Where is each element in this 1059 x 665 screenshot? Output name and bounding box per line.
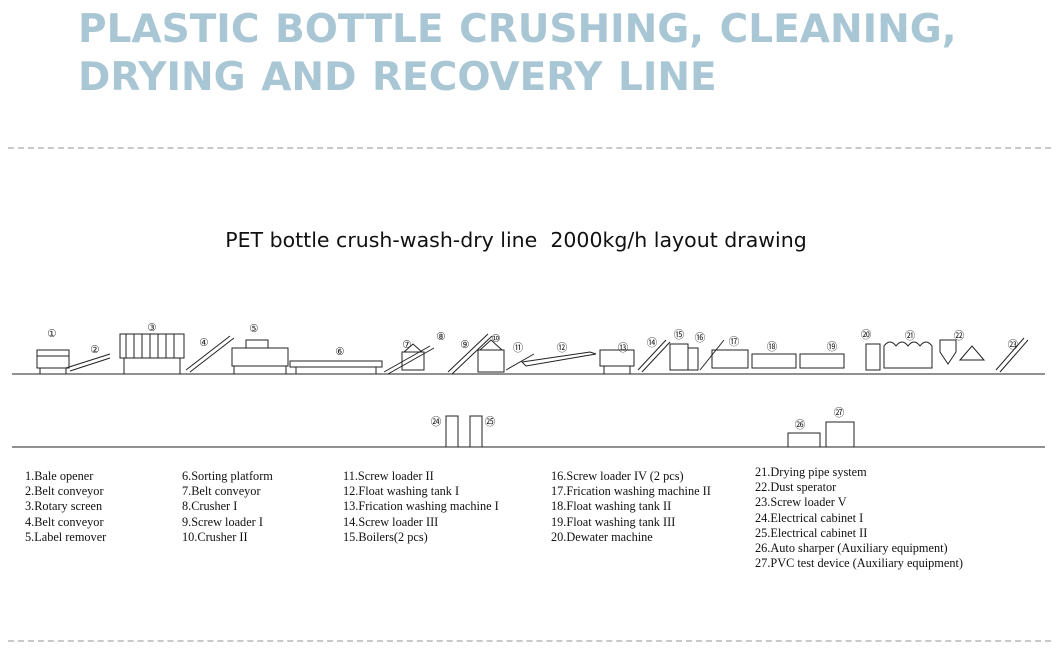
legend-item: 7.Belt conveyor — [182, 484, 261, 499]
marker-1: ① — [47, 328, 56, 340]
legend-item: 2.Belt conveyor — [25, 484, 104, 499]
legend-item: 21.Drying pipe system — [755, 465, 867, 479]
boiler — [669, 343, 689, 371]
bale-opener — [36, 349, 70, 369]
legend-item: 3.Rotary screen — [25, 499, 103, 514]
auto-sharper — [787, 432, 821, 448]
marker-21: ㉑ — [905, 330, 916, 342]
drawing-subtitle: PET bottle crush-wash-dry line 2000kg/h … — [225, 228, 807, 252]
marker-15: ⑮ — [674, 329, 685, 341]
screw-loader-1 — [447, 333, 489, 373]
marker-2: ② — [90, 344, 99, 356]
legend-item: 22.Dust sperator — [755, 480, 837, 495]
dust-separator — [939, 339, 957, 365]
float-washing-tank-2 — [751, 353, 797, 369]
marker-19: ⑲ — [827, 341, 838, 353]
marker-10: ⑩ — [491, 333, 500, 345]
screw-loader-2 — [505, 353, 535, 371]
marker-26: ㉖ — [795, 419, 806, 431]
crusher-1 — [401, 351, 425, 371]
crusher-2 — [477, 349, 505, 373]
title-line-1: PLASTIC BOTTLE CRUSHING, CLEANING, — [78, 7, 957, 52]
legend-item: 15.Boilers(2 pcs) — [343, 529, 428, 544]
legend-column-2: 6.Sorting platform 7.Belt conveyor 8.Cru… — [182, 469, 273, 545]
electrical-cabinet-1 — [445, 415, 459, 448]
marker-17: ⑰ — [729, 336, 740, 348]
pvc-test-device — [825, 421, 855, 448]
marker-3: ③ — [147, 322, 156, 334]
legend-item: 8.Crusher I — [182, 499, 238, 514]
legend-item: 20.Dewater machine — [551, 529, 653, 544]
marker-9: ⑨ — [460, 339, 469, 351]
legend-item: 5.Label remover — [25, 529, 107, 544]
sorting-platform — [289, 360, 383, 368]
drying-pipe-system — [883, 341, 933, 369]
marker-5: ⑤ — [249, 323, 258, 335]
legend-item: 1.Bale opener — [25, 469, 94, 483]
legend-item: 17.Frication washing machine II — [551, 484, 711, 499]
marker-20: ⑳ — [861, 329, 872, 341]
title-line-2: DRYING AND RECOVERY LINE — [78, 55, 717, 100]
legend-item: 9.Screw loader I — [182, 514, 263, 529]
marker-22: ㉒ — [954, 330, 965, 342]
marker-12: ⑫ — [557, 342, 568, 354]
marker-27: ㉗ — [834, 407, 845, 419]
marker-23: ㉓ — [1008, 339, 1019, 351]
legend-item: 6.Sorting platform — [182, 469, 273, 483]
legend-column-3: 11.Screw loader II 12.Float washing tank… — [343, 469, 499, 545]
belt-conveyor-1 — [65, 353, 111, 369]
marker-11: ⑪ — [513, 342, 524, 354]
legend-item: 25.Electrical cabinet II — [755, 525, 868, 540]
legend-item: 19.Float washing tank III — [551, 514, 676, 529]
screw-loader-3 — [637, 339, 667, 371]
marker-13: ⑬ — [618, 342, 629, 354]
legend-item: 4.Belt conveyor — [25, 514, 104, 529]
layout-drawing: ① ② ③ ④ ⑤ ⑥ ⑦ ⑧ ⑨ ⑩ ⑪ ⑫ ⑬ ⑭ ⑮ ⑯ ⑰ ⑱ ⑲ ⑳ … — [12, 322, 1045, 448]
legend-item: 10.Crusher II — [182, 529, 248, 544]
legend-item: 13.Frication washing machine I — [343, 499, 499, 514]
frication-washing-machine-2 — [711, 349, 749, 369]
marker-25: ㉕ — [485, 416, 496, 428]
legend-column-4: 16.Screw loader IV (2 pcs) 17.Frication … — [551, 469, 711, 545]
legend-item: 23.Screw loader V — [755, 495, 847, 510]
legend-item: 11.Screw loader II — [343, 469, 434, 483]
legend-item: 24.Electrical cabinet I — [755, 510, 864, 525]
marker-24: ㉔ — [431, 416, 442, 428]
divider-bottom — [8, 640, 1051, 642]
electrical-cabinet-2 — [469, 415, 483, 448]
legend-item: 26.Auto sharper (Auxiliary equipment) — [755, 541, 948, 556]
belt-conveyor-2 — [185, 335, 231, 371]
legend-item: 27.PVC test device (Auxiliary equipment) — [755, 556, 963, 571]
marker-7: ⑦ — [402, 339, 411, 351]
marker-14: ⑭ — [647, 337, 658, 349]
legend-item: 14.Screw loader III — [343, 514, 439, 529]
belt-conveyor-3 — [383, 345, 431, 373]
page-title: PLASTIC BOTTLE CRUSHING, CLEANING, DRYIN… — [78, 6, 957, 102]
label-remover — [231, 347, 289, 367]
legend-column-1: 1.Bale opener 2.Belt conveyor 3.Rotary s… — [25, 469, 106, 545]
divider-top — [8, 147, 1051, 149]
dewater-machine — [865, 343, 881, 371]
marker-18: ⑱ — [767, 341, 778, 353]
marker-4: ④ — [199, 337, 208, 349]
legend-item: 18.Float washing tank II — [551, 499, 672, 514]
legend-item: 12.Float washing tank I — [343, 484, 460, 499]
legend-column-5: 21.Drying pipe system 22.Dust sperator 2… — [755, 465, 963, 571]
marker-8: ⑧ — [436, 331, 445, 343]
float-washing-tank-3 — [799, 353, 845, 369]
marker-6: ⑥ — [335, 346, 344, 358]
marker-16: ⑯ — [695, 332, 706, 344]
legend-item: 16.Screw loader IV (2 pcs) — [551, 469, 684, 483]
screw-loader-5 — [995, 337, 1025, 371]
float-washing-tank-1 — [520, 351, 597, 367]
